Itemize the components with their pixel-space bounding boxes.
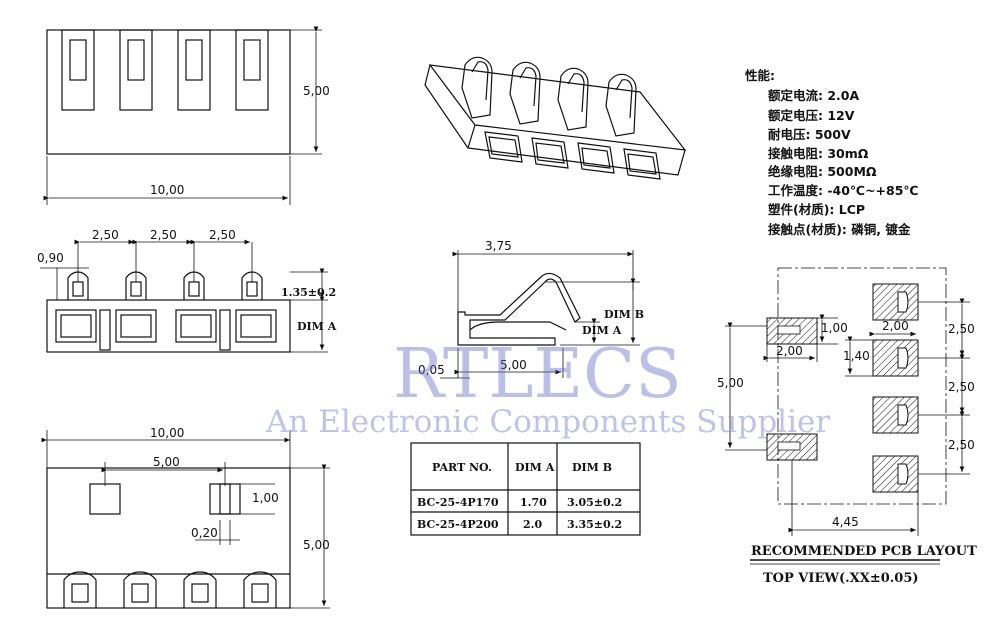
front-view: 2,50 2,50 2,50 0,90 1.35±0.2 DIM A (37, 228, 337, 353)
pcb-pitch-c: 2,50 (948, 438, 975, 452)
table-cell: 3.35±0.2 (567, 518, 622, 531)
bottom-inner-dim: 5,00 (153, 455, 180, 469)
bottom-gap-dim: 0,20 (191, 526, 218, 540)
spec-line: 绝缘电阻: 500MΩ (768, 164, 877, 179)
pcb-pitch-b: 2,50 (948, 380, 975, 394)
bottom-width-dim: 10,00 (150, 426, 184, 440)
bottom-view: 10,00 5,00 1,00 0,20 5,00 (41, 426, 330, 609)
spec-line: 额定电流: 2.0A (768, 88, 859, 103)
spec-line: 工作温度: -40℃~+85℃ (768, 183, 919, 198)
table-cell: BC-25-4P170 (417, 496, 499, 509)
pcb-layout: 1,00 2,00 2,00 1,40 5,00 2,50 2,50 2,50 … (717, 267, 977, 586)
dim-b-label: DIM B (604, 308, 644, 321)
watermark: RTLECS An Electronic Components Supplier (265, 335, 830, 440)
top-width-dim: 10,00 (150, 183, 184, 197)
watermark-tagline: An Electronic Components Supplier (265, 404, 830, 440)
table-header-dim-b: DIM B (572, 461, 612, 474)
pitch-2-dim: 2,50 (150, 228, 177, 242)
pcb-subtitle: TOP VIEW(.XX±0.05) (763, 571, 919, 586)
table-header-part-no: PART NO. (432, 461, 492, 474)
table-cell: BC-25-4P200 (417, 518, 499, 531)
side-view: 3,75 DIM B DIM A 5,00 0,05 (418, 239, 644, 379)
offset-dim: 0,90 (37, 251, 64, 265)
table-cell: 3.05±0.2 (567, 496, 622, 509)
pcb-pad-h: 1,40 (843, 349, 870, 363)
top-height-dim: 5,00 (303, 84, 330, 98)
part-table: PART NO. DIM A DIM B BC-25-4P170 1.70 3.… (410, 442, 641, 536)
specs-block: 性能: 额定电流: 2.0A 额定电压: 12V 耐电压: 500V 接触电阻:… (744, 68, 919, 237)
pcb-title: RECOMMENDED PCB LAYOUT (751, 544, 977, 559)
contact-height-dim: 1.35±0.2 (281, 286, 336, 299)
table-cell: 1.70 (520, 496, 547, 509)
isometric-view (424, 56, 687, 180)
spec-line: 耐电压: 500V (768, 127, 851, 142)
pcb-pitch-a: 2,50 (948, 322, 975, 336)
table-cell: 2.0 (523, 518, 542, 531)
pcb-span: 4,45 (832, 515, 859, 529)
pitch-3-dim: 2,50 (209, 228, 236, 242)
pcb-total-h: 5,00 (717, 376, 744, 390)
pitch-1-dim: 2,50 (92, 228, 119, 242)
spec-line: 额定电压: 12V (768, 108, 855, 123)
bottom-slot-dim: 1,00 (252, 491, 279, 505)
watermark-brand: RTLECS (393, 335, 682, 414)
spec-line: 接触点(材质): 磷铜, 镀金 (768, 222, 911, 237)
pcb-pad-w3: 2,00 (882, 319, 909, 333)
pcb-pad-w2: 2,00 (776, 344, 803, 358)
side-thickness-dim: 0,05 (418, 363, 445, 377)
side-width-dim: 3,75 (485, 239, 512, 253)
spec-line: 接触电阻: 30mΩ (768, 146, 869, 161)
specs-heading: 性能: (744, 68, 775, 83)
side-dim-a-label: DIM A (582, 324, 622, 337)
bottom-height-dim: 5,00 (303, 538, 330, 552)
top-view: 5,00 10,00 (43, 26, 330, 205)
dim-a-label: DIM A (297, 320, 337, 333)
table-header-dim-a: DIM A (515, 461, 555, 474)
side-length-dim: 5,00 (500, 358, 527, 372)
pcb-pad-w1: 1,00 (821, 321, 848, 335)
spec-line: 塑件(材质): LCP (768, 202, 865, 217)
